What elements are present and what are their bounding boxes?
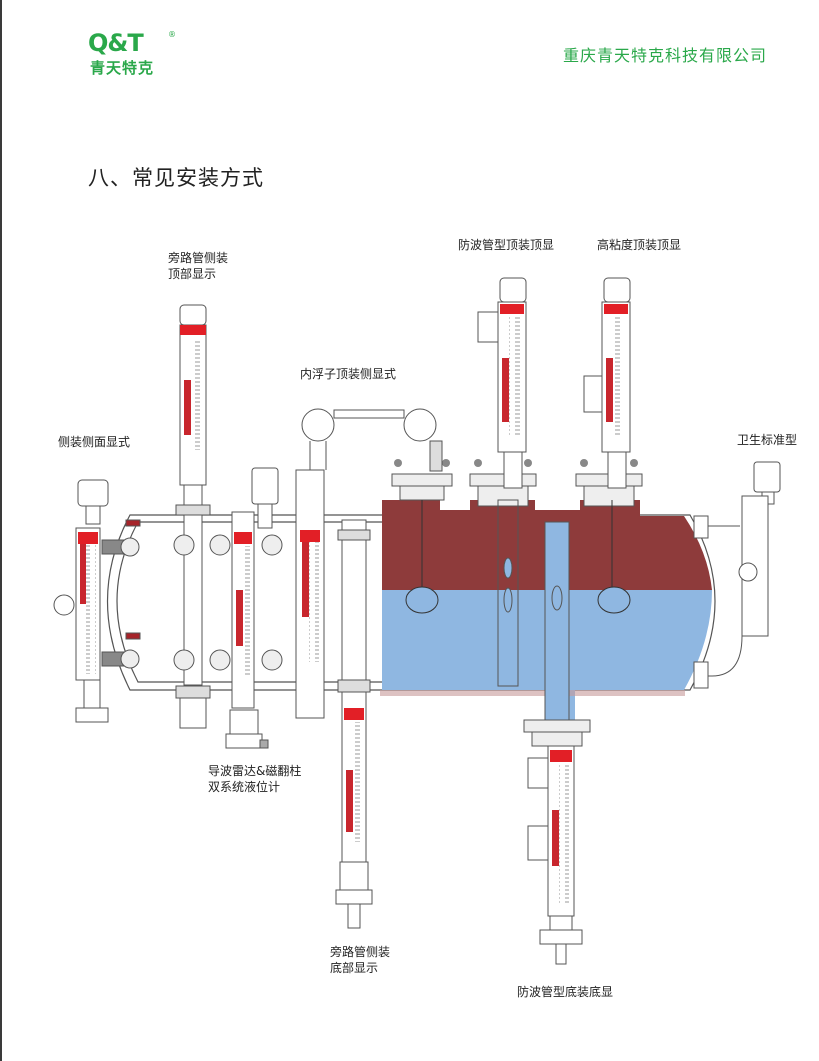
label-bypass-bottom-1: 旁路管侧装 xyxy=(330,945,391,959)
label-high-viscosity: 高粘度顶装顶显 xyxy=(597,238,682,252)
label-wave-pipe-bottom: 防波管型底装底显 xyxy=(517,985,614,999)
bottom-outlet xyxy=(523,719,591,747)
label-bypass-bottom-2: 底部显示 xyxy=(330,961,379,975)
gauge-bypass-bottom xyxy=(335,519,373,929)
label-radar-1: 导波雷达&磁翻柱 xyxy=(208,764,302,778)
label-radar-2: 双系统液位计 xyxy=(208,780,281,794)
gauge-high-viscosity xyxy=(583,277,631,489)
logo-registered: ® xyxy=(168,30,176,39)
company-logo: Q&T ® 青天特克 xyxy=(88,30,178,82)
internal-float-left xyxy=(405,500,439,614)
label-inner-float: 内浮子顶装侧显式 xyxy=(300,367,397,381)
gauge-wave-bottom xyxy=(527,745,583,965)
wave-pipe xyxy=(497,499,570,721)
gauge-bypass-top xyxy=(175,304,211,729)
gauge-radar xyxy=(225,467,279,749)
label-sanitary: 卫生标准型 xyxy=(737,433,798,447)
gauge-inner-float xyxy=(295,408,443,719)
label-side-mount: 侧装侧面显式 xyxy=(58,435,131,449)
bypass-flanges xyxy=(173,534,283,671)
page-edge-bar xyxy=(0,0,2,1061)
logo-mark: Q&T xyxy=(88,29,144,57)
tank-wall-hatch xyxy=(380,690,685,696)
section-title: 八、常见安装方式 xyxy=(88,166,264,190)
label-bypass-top-1: 旁路管侧装 xyxy=(168,251,229,265)
internal-float-right xyxy=(597,500,631,614)
gauge-wave-top xyxy=(477,277,527,489)
logo-text: 青天特克 xyxy=(90,59,155,77)
gauge-side-mount xyxy=(53,479,109,723)
label-wave-pipe-top: 防波管型顶装顶显 xyxy=(458,238,555,252)
company-name: 重庆青天特克科技有限公司 xyxy=(562,46,767,65)
label-bypass-top-2: 顶部显示 xyxy=(168,267,217,281)
gauge-sanitary xyxy=(693,461,781,689)
side-mount-valves xyxy=(101,519,141,669)
top-nozzle-bolts xyxy=(394,459,638,467)
